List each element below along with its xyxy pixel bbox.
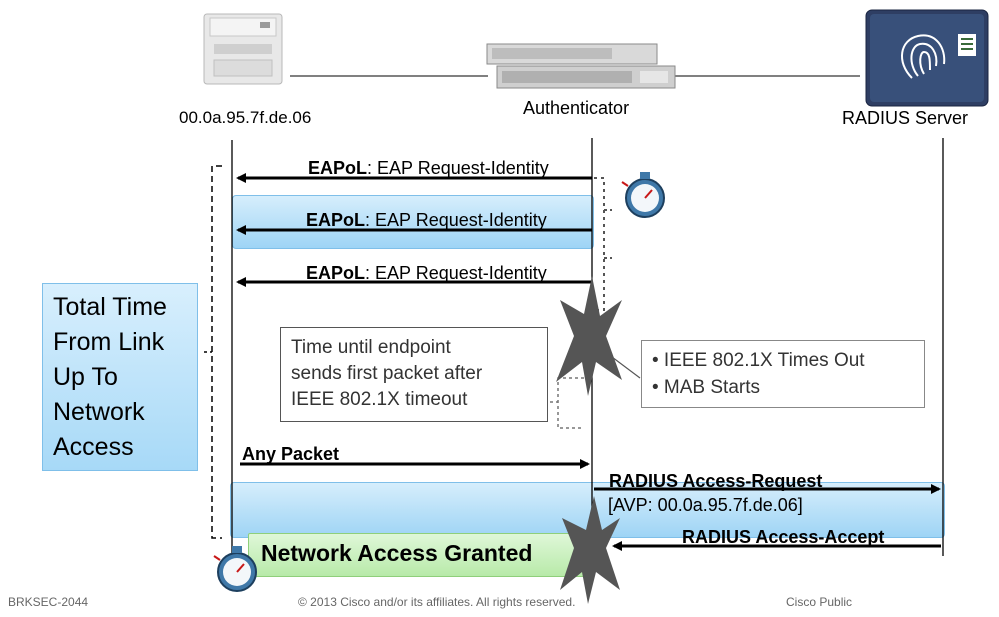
any-packet-label: Any Packet (242, 444, 340, 464)
timeout-burst-lower (560, 496, 620, 604)
eapol-bold-3: EAPoL (306, 263, 366, 283)
access-granted-band (248, 533, 585, 577)
timeout-bullet-2: • MAB Starts (652, 377, 761, 398)
endpoint-time-box: Time until endpoint sends first packet a… (280, 327, 548, 422)
timeout-bullet-1: • IEEE 802.1X Times Out (652, 350, 865, 371)
eapol-bold-1: EAPoL (308, 158, 368, 178)
eapol-retry-band (232, 195, 594, 249)
radius-server-label: RADIUS Server (842, 108, 969, 128)
endpoint-time-line-3: IEEE 802.1X timeout (291, 389, 468, 410)
radius-accept-label: RADIUS Access-Accept (682, 527, 885, 547)
stopwatch-icon-supplicant (213, 546, 257, 592)
stopwatch-icon-authenticator (621, 172, 665, 218)
eapol-label-3: EAPoL: EAP Request-Identity (306, 263, 547, 284)
radius-request-avp: [AVP: 00.0a.95.7f.de.06] (608, 495, 803, 515)
eapol-bold-2: EAPoL (306, 210, 366, 230)
eapol-rest-2: : EAP Request-Identity (365, 210, 547, 230)
network-switch-icon (486, 43, 676, 89)
eapol-label-2: EAPoL: EAP Request-Identity (306, 210, 547, 231)
footer-classification: Cisco Public (786, 595, 853, 609)
timeout-bracket (557, 377, 584, 429)
footer-copyright: © 2013 Cisco and/or its affiliates. All … (298, 595, 576, 609)
endpoint-time-line-1: Time until endpoint (291, 337, 451, 358)
total-time-line-3: Up To (53, 363, 118, 391)
eapol-rest-1: : EAP Request-Identity (367, 158, 549, 178)
printer-icon (203, 13, 283, 85)
eapol-rest-3: : EAP Request-Identity (365, 263, 547, 283)
total-time-box: Total Time From Link Up To Network Acces… (42, 283, 198, 471)
timeout-burst-upper (556, 276, 622, 396)
timer-bracket (594, 177, 605, 311)
authenticator-label: Authenticator (523, 98, 630, 118)
access-granted-label: Network Access Granted (261, 540, 533, 566)
total-time-bracket (211, 165, 222, 539)
timeout-callout-box: • IEEE 802.1X Times Out • MAB Starts (641, 340, 925, 408)
total-time-line-1: Total Time (53, 293, 167, 321)
radius-request-label: RADIUS Access-Request (609, 471, 823, 491)
footer-session-id: BRKSEC-2044 (8, 595, 89, 609)
total-time-line-2: From Link (53, 328, 165, 356)
endpoint-time-line-2: sends first packet after (291, 363, 483, 384)
fingerprint-server-icon (865, 9, 989, 107)
total-time-line-4: Network (53, 398, 145, 426)
total-time-line-5: Access (53, 433, 134, 461)
eapol-label-1: EAPoL: EAP Request-Identity (308, 158, 549, 179)
printer-label: 00.0a.95.7f.de.06 (179, 108, 312, 127)
